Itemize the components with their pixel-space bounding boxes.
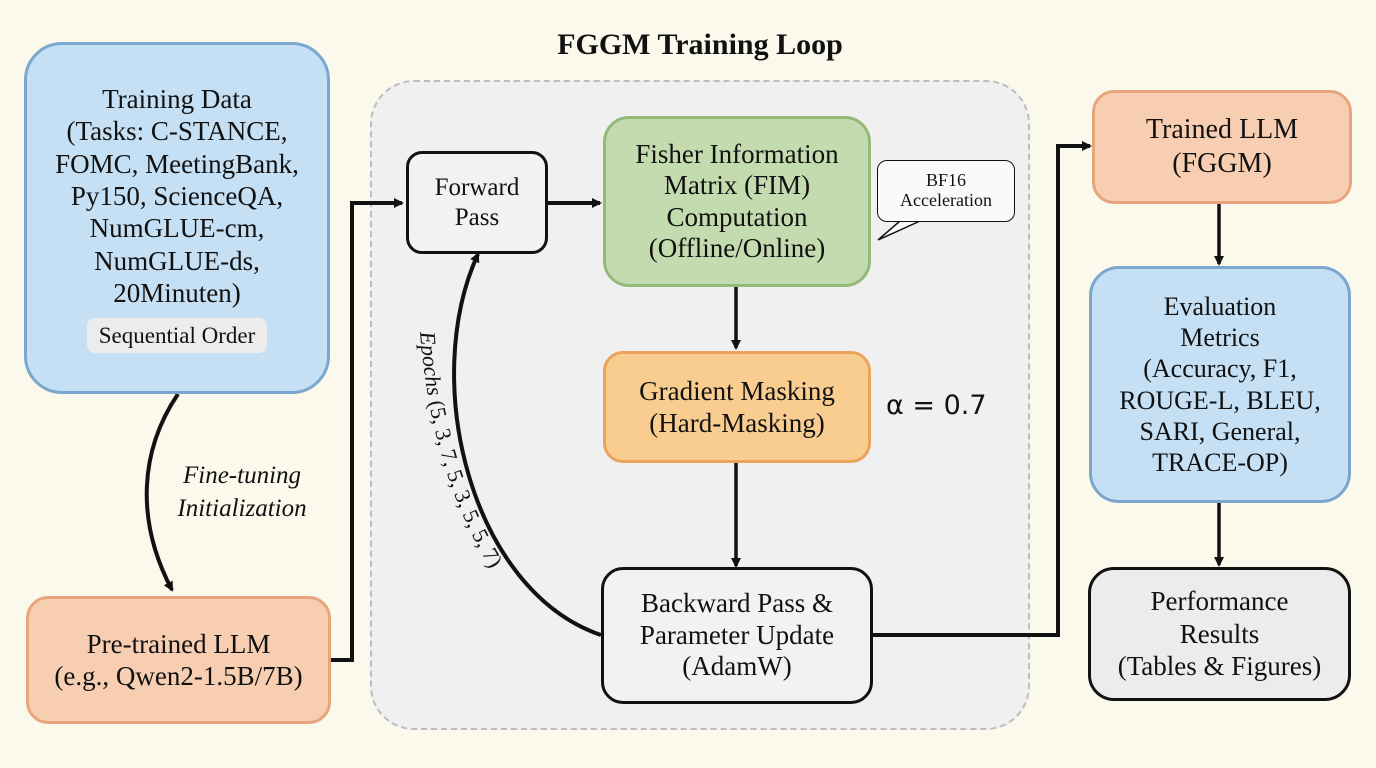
evaluation-line: (Accuracy, F1,: [1143, 354, 1297, 384]
finetuning-line: Fine-tuning: [182, 462, 302, 489]
bubble-tail: [877, 220, 921, 241]
forward-pass-line: Forward: [434, 173, 520, 201]
trained-llm-title: Trained LLM: [1145, 114, 1299, 146]
training-data-line: NumGLUE-cm,: [89, 213, 265, 244]
finetuning-annotation: Fine-tuning Initialization: [162, 460, 322, 525]
backward-pass-line: Backward Pass &: [641, 587, 833, 618]
evaluation-line: TRACE-OP): [1152, 447, 1288, 477]
arrow-data-to-pretrained: [144, 392, 180, 592]
trained-llm-node: Trained LLM (FGGM): [1092, 90, 1352, 204]
performance-line: Results: [1179, 618, 1260, 649]
training-data-line: (Tasks: C-STANCE,: [66, 116, 288, 147]
fim-line: Fisher Information: [635, 139, 839, 170]
evaluation-line: Metrics: [1180, 323, 1260, 353]
bf16-line: Acceleration: [900, 190, 992, 210]
training-data-line: Training Data: [102, 83, 252, 114]
sequential-order-tag: Sequential Order: [86, 317, 268, 354]
performance-line: (Tables & Figures): [1117, 651, 1322, 682]
epochs-label: Epochs: [415, 329, 449, 402]
performance-results-node: Performance Results (Tables & Figures): [1088, 567, 1351, 701]
training-data-node: Training Data (Tasks: C-STANCE, FOMC, Me…: [24, 42, 330, 394]
evaluation-line: ROUGE-L, BLEU,: [1119, 385, 1321, 415]
backward-pass-node: Backward Pass & Parameter Update (AdamW): [601, 567, 873, 704]
arrow-backward-to-trained: [872, 141, 1092, 637]
backward-pass-line: Parameter Update: [639, 619, 835, 650]
training-data-line: 20Minuten): [113, 278, 241, 309]
trained-llm-subtitle: (FGGM): [1172, 148, 1272, 179]
bf16-line: BF16: [925, 170, 967, 191]
forward-pass-node: Forward Pass: [406, 151, 548, 254]
finetuning-line: Initialization: [177, 494, 307, 522]
arrow-epoch-loop: [452, 252, 602, 637]
pretrained-llm-title: Pre-trained LLM: [86, 628, 271, 659]
training-data-line: Py150, ScienceQA,: [70, 181, 284, 211]
bf16-callout: BF16 Acceleration: [877, 160, 1015, 222]
arrow-pretrained-to-forward: [331, 198, 404, 662]
evaluation-metrics-node: Evaluation Metrics (Accuracy, F1, ROUGE-…: [1089, 266, 1351, 503]
alpha-annotation: α = 0.7: [886, 390, 987, 421]
performance-line: Performance: [1150, 586, 1289, 617]
forward-pass-line: Pass: [454, 203, 500, 231]
fim-line: Matrix (FIM): [663, 170, 811, 201]
pretrained-llm-example: (e.g., Qwen2-1.5B/7B): [54, 661, 303, 691]
gradient-masking-line: Gradient Masking: [639, 375, 835, 406]
epochs-values: (5, 3, 7, 5, 3, 5, 5, 7): [424, 398, 508, 572]
training-data-line: NumGLUE-ds,: [94, 245, 260, 276]
training-data-line: FOMC, MeetingBank,: [55, 148, 299, 179]
gradient-masking-line: (Hard-Masking): [649, 408, 825, 438]
fim-line: (Offline/Online): [648, 232, 826, 263]
evaluation-line: Evaluation: [1163, 291, 1277, 321]
pretrained-llm-node: Pre-trained LLM (e.g., Qwen2-1.5B/7B): [26, 596, 331, 724]
gradient-masking-node: Gradient Masking (Hard-Masking): [603, 351, 871, 463]
diagram-title: FGGM Training Loop: [557, 28, 843, 61]
evaluation-line: SARI, General,: [1139, 416, 1301, 446]
fim-line: Computation: [666, 201, 808, 232]
backward-pass-line: (AdamW): [682, 651, 792, 682]
fim-computation-node: Fisher Information Matrix (FIM) Computat…: [603, 116, 871, 287]
